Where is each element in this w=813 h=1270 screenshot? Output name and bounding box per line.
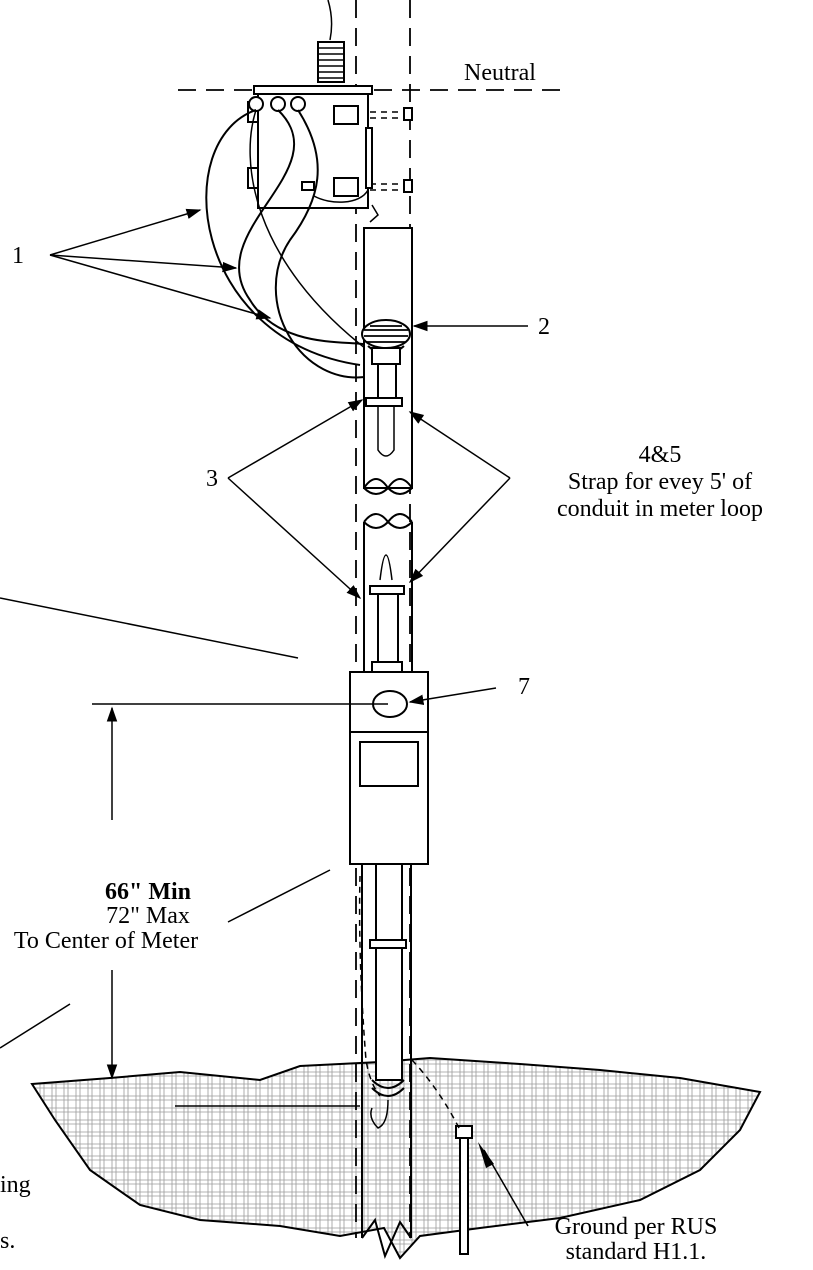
leader-lines	[0, 208, 529, 1227]
label-partial-left-2: s.	[0, 1228, 15, 1254]
label-item-3: 3	[206, 466, 218, 492]
label-strap-line1: Strap for evey 5' of	[568, 469, 752, 495]
height-dimension	[92, 703, 388, 1080]
label-ground-line1: Ground per RUS	[555, 1214, 718, 1240]
weatherhead	[361, 319, 411, 405]
label-item-1: 1	[12, 243, 24, 269]
label-neutral: Neutral	[464, 60, 536, 86]
label-partial-left-1: ing	[0, 1172, 31, 1198]
conduit-strap-upper	[365, 397, 403, 407]
lower-riser	[358, 863, 407, 1129]
label-strap-line2: conduit in meter loop	[557, 496, 763, 522]
label-height-min: 66" Min	[105, 879, 191, 905]
label-item-7: 7	[518, 674, 530, 700]
conductor-wires	[205, 109, 373, 379]
inner-pipe-upper	[377, 406, 395, 457]
top-insulator	[317, 0, 345, 83]
label-ground-line2: standard H1.1.	[566, 1239, 707, 1265]
label-height-max: 72" Max	[106, 903, 190, 929]
label-height-ref: To Center of Meter	[14, 928, 198, 954]
meter-base	[349, 671, 429, 865]
lower-conduit	[363, 513, 413, 673]
ground-earth	[30, 1056, 762, 1260]
label-item-45: 4&5	[639, 442, 682, 468]
label-item-2: 2	[538, 314, 550, 340]
